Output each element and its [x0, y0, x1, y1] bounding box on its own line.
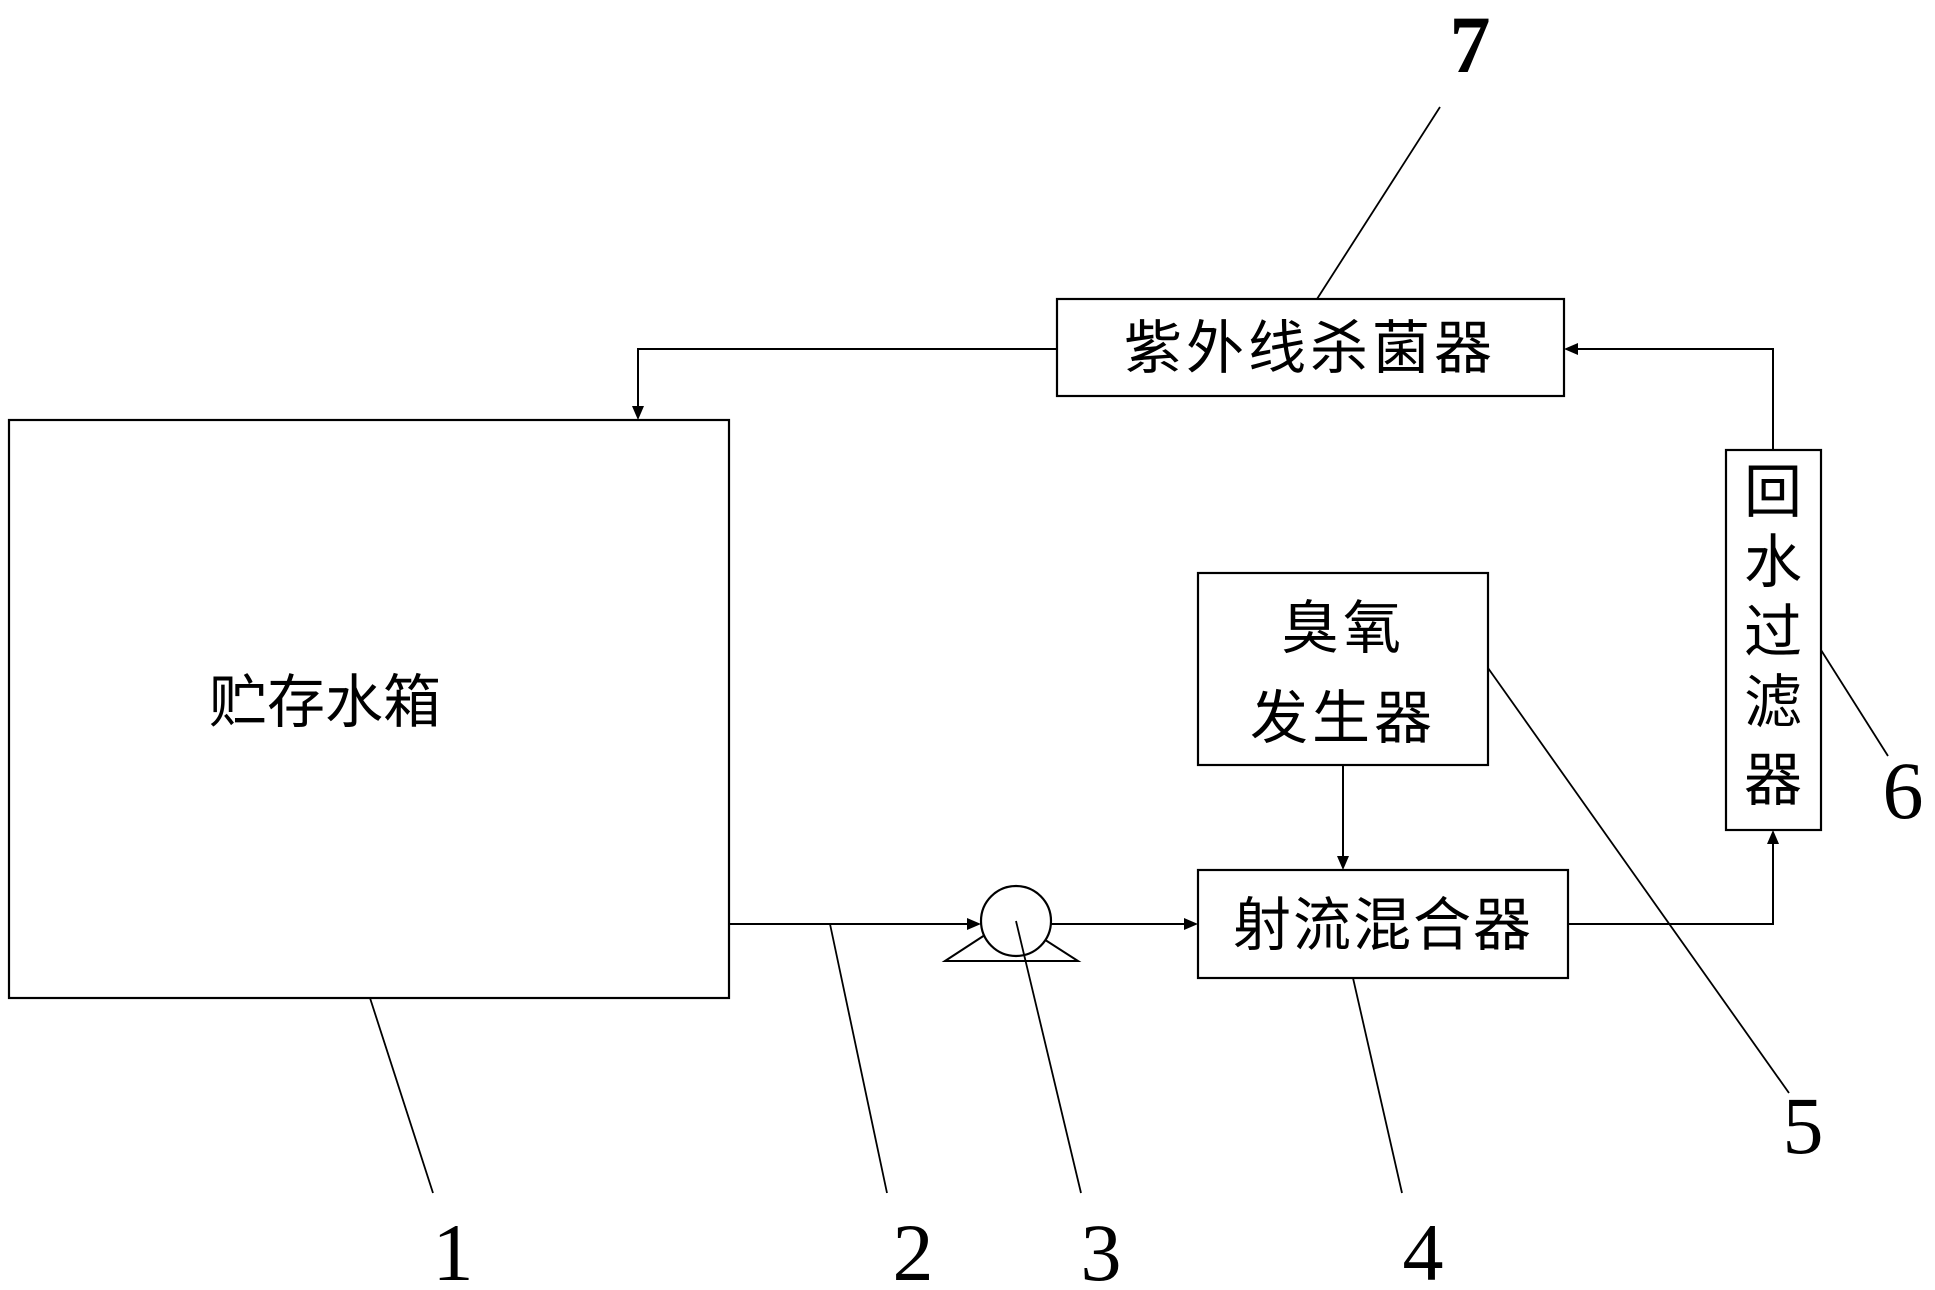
- callout-2: 2: [893, 1207, 934, 1290]
- return-filter-char-1: 回: [1744, 458, 1802, 526]
- leader-2: [829, 923, 888, 1194]
- leader-7: [1316, 106, 1441, 300]
- leader-5: [1487, 667, 1790, 1094]
- flow-lines: [632, 343, 1779, 930]
- return-filter-char-5: 器: [1744, 746, 1802, 814]
- return-filter: 回 水 过 滤 器: [1724, 448, 1823, 832]
- uv-sterilizer: 紫外线杀菌器: [1055, 297, 1566, 398]
- uv-sterilizer-label: 紫外线杀菌器: [1124, 314, 1496, 382]
- pipe-mixer-to-filter: [1568, 838, 1774, 925]
- pipe-uv-to-tank: [637, 348, 1057, 412]
- ozone-generator-label-line1: 臭氧: [1281, 594, 1405, 662]
- leader-lines: [369, 106, 1889, 1194]
- callout-4: 4: [1403, 1207, 1444, 1290]
- return-filter-box: [1724, 448, 1823, 832]
- callout-numbers: 1 2 3 4 5 6 7: [433, 0, 1924, 1290]
- storage-tank-label: 贮存水箱: [209, 668, 441, 736]
- leader-6: [1820, 649, 1889, 757]
- ozone-generator-label-line2: 发生器: [1250, 684, 1436, 752]
- callout-1: 1: [433, 1207, 474, 1290]
- return-filter-char-2: 水: [1744, 528, 1802, 596]
- arrow-into-uv: [1564, 343, 1578, 355]
- uv-sterilizer-box: [1055, 297, 1566, 398]
- callout-3: 3: [1081, 1207, 1122, 1290]
- storage-tank: 贮存水箱: [7, 418, 731, 1000]
- leader-3: [1015, 920, 1082, 1194]
- jet-mixer-box: [1196, 868, 1570, 980]
- return-filter-char-3: 过: [1744, 598, 1802, 666]
- return-filter-char-4: 滤: [1744, 668, 1802, 736]
- ozone-generator: 臭氧 发生器: [1196, 571, 1490, 767]
- jet-mixer: 射流混合器: [1196, 868, 1570, 980]
- callout-6: 6: [1883, 745, 1924, 836]
- leader-4: [1352, 977, 1403, 1194]
- jet-mixer-label: 射流混合器: [1233, 891, 1533, 959]
- storage-tank-box: [7, 418, 731, 1000]
- pipe-filter-to-uv: [1572, 348, 1774, 450]
- arrow-into-mixer: [1184, 918, 1198, 930]
- callout-7: 7: [1450, 0, 1491, 90]
- arrow-into-pump: [967, 918, 981, 930]
- callout-5: 5: [1783, 1080, 1824, 1171]
- arrow-ozone-down: [1337, 856, 1349, 870]
- ozone-generator-box: [1196, 571, 1490, 767]
- leader-1: [369, 997, 434, 1194]
- arrow-into-filter: [1767, 830, 1779, 844]
- arrow-into-tank: [632, 406, 644, 420]
